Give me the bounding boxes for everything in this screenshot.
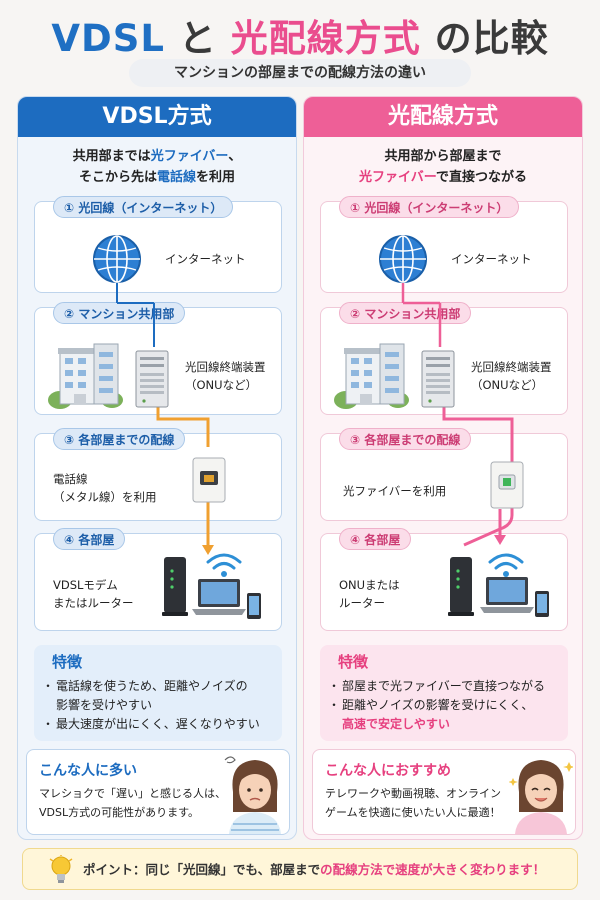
feature-text: 電話線を使うため、距離やノイズの [56,679,248,693]
onu-server-icon [421,350,455,408]
vdsl-intro: 共用部までは光ファイバー、 そこから先は電話線を利用 [18,146,296,188]
intro-text: 、 [228,149,242,164]
recommendation-line: VDSL方式の可能性があります。 [39,806,200,819]
step-label: ① 光回線（インターネット） [53,196,234,218]
recommendation-line: ゲームを快適に使いたい人に最適！ [325,806,501,819]
step-text: インターネット [451,252,532,266]
step-label: ④ 各部屋 [339,528,412,550]
step-text: VDSLモデム [53,578,118,592]
apartment-building-icon [334,343,409,409]
vdsl-recommendation: こんな人に多い マレショクで「遅い」と感じる人は、 VDSL方式の可能性がありま… [26,749,290,835]
recommendation-title: こんな人におすすめ [325,763,451,779]
page-title: VDSL と 光配線方式 の比較 [0,8,600,62]
hikari-connection-lines [401,279,514,547]
feature-item: 最大速度が出にくく、遅くなりやすい [42,715,260,734]
step-text: （ONUなど） [471,378,544,392]
wifi-icon [488,553,524,577]
feature-list: 部屋まで光ファイバーで直接つながる 距離やノイズの影響を受けにくく、高速で安定し… [328,677,545,734]
hikari-intro: 共用部から部屋まで 光ファイバーで直接つながる [304,146,582,188]
recommendation-text: テレワークや動画視聴、オンライン ゲームを快適に使いたい人に最適！ [325,784,501,822]
step-text: （メタル線）を利用 [53,490,157,504]
step-text: （ONUなど） [185,378,258,392]
step-text: 光ファイバーを利用 [343,484,447,498]
feature-title: 特徴 [52,653,83,671]
step-text: 光回線終端装置 [185,360,266,374]
wall-outlet-icon [490,461,524,509]
step-text: 電話線 [53,472,88,486]
feature-item: 部屋まで光ファイバーで直接つながる [328,677,545,696]
intro-text: そこから先は [78,170,157,185]
page-subtitle: マンションの部屋までの配線方法の違い [129,59,471,87]
tip-bar: ポイント：同じ「光回線」でも、部屋までの配線方法で速度が大きく変わります！ [22,848,578,890]
hikari-header: 光配線方式 [304,97,582,137]
globe-icon [379,235,427,283]
step-label: ③ 各部屋までの配線 [53,428,186,450]
feature-text: 影響を受けやすい [56,698,153,712]
vdsl-step-internet: ① 光回線（インターネット） インターネット [34,196,282,293]
intro-highlight: 光ファイバー [359,170,436,185]
vdsl-step-wiring: ③ 各部屋までの配線 電話線 （メタル線）を利用 [34,428,282,521]
step-label: ② マンション共用部 [339,302,472,324]
tip-highlight: の配線方法で速度が大きく変わります！ [320,862,546,877]
wall-outlet-icon [192,457,226,503]
hikari-column: 光配線方式 共用部から部屋まで 光ファイバーで直接つながる ① 光回線（インター… [303,96,583,840]
recommendation-line: テレワークや動画視聴、オンライン [325,787,501,800]
step-text: インターネット [165,252,246,266]
happy-woman-icon [509,760,573,834]
title-comparison: の比較 [434,17,549,60]
intro-text: 共用部までは [72,149,151,164]
feature-title: 特徴 [338,653,369,671]
worried-woman-icon [224,756,281,834]
step-label: ④ 各部屋 [53,528,126,550]
lightbulb-icon [49,855,73,883]
intro-text: で直接つながる [435,170,527,185]
router-icon [162,557,188,616]
step-label: ① 光回線（インターネット） [339,196,520,218]
hikari-recommendation: こんな人におすすめ テレワークや動画視聴、オンライン ゲームを快適に使いたい人に… [312,749,576,835]
feature-highlight: 高速で安定しやすい [342,717,450,731]
step-text: 光回線終端装置 [471,360,552,374]
wifi-icon [206,553,242,577]
recommendation-title: こんな人に多い [39,763,137,779]
vdsl-header: VDSL方式 [18,97,296,137]
router-icon [448,557,474,616]
tip-prefix: ポイント：同じ「光回線」でも、部屋まで [83,862,321,877]
vdsl-column: VDSL方式 共用部までは光ファイバー、 そこから先は電話線を利用 ① 光回線（… [17,96,297,840]
hikari-step-internet: ① 光回線（インターネット） インターネット [320,196,568,293]
vdsl-intro-line1: 共用部までは光ファイバー、 [18,146,296,167]
step-label: ③ 各部屋までの配線 [339,428,472,450]
step-text: またはルーター [53,596,134,610]
intro-highlight: 光ファイバー [150,149,229,164]
step-text: ONUまたは [339,578,400,592]
intro-text: を利用 [196,170,236,185]
recommendation-line: マレショクで「遅い」と感じる人は、 [39,787,226,800]
globe-icon [93,235,141,283]
tip-text: ポイント：同じ「光回線」でも、部屋までの配線方法で速度が大きく変わります！ [83,849,545,891]
recommendation-text: マレショクで「遅い」と感じる人は、 VDSL方式の可能性があります。 [39,784,226,822]
vdsl-intro-line2: そこから先は電話線を利用 [18,167,296,188]
hikari-step-wiring: ③ 各部屋までの配線 光ファイバーを利用 [320,428,568,521]
feature-text: 距離やノイズの影響を受けにくく、 [342,698,534,712]
step-text: ルーター [339,596,385,610]
smartphone-icon [247,593,261,619]
hikari-intro-line1: 共用部から部屋まで [384,149,502,164]
hikari-intro-line2: 光ファイバーで直接つながる [304,167,582,188]
hikari-features: 特徴 部屋まで光ファイバーで直接つながる 距離やノイズの影響を受けにくく、高速で… [320,645,568,741]
title-to: と [178,17,217,60]
smartphone-icon [535,591,549,617]
onu-server-icon [135,350,169,408]
intro-highlight: 電話線 [156,170,196,185]
laptop-icon [192,579,246,615]
feature-item: 距離やノイズの影響を受けにくく、高速で安定しやすい [328,696,545,734]
apartment-building-icon [48,343,123,409]
title-vdsl: VDSL [51,17,165,60]
vdsl-connection-lines [116,279,214,555]
title-hikari: 光配線方式 [230,17,421,60]
laptop-icon [480,577,534,613]
